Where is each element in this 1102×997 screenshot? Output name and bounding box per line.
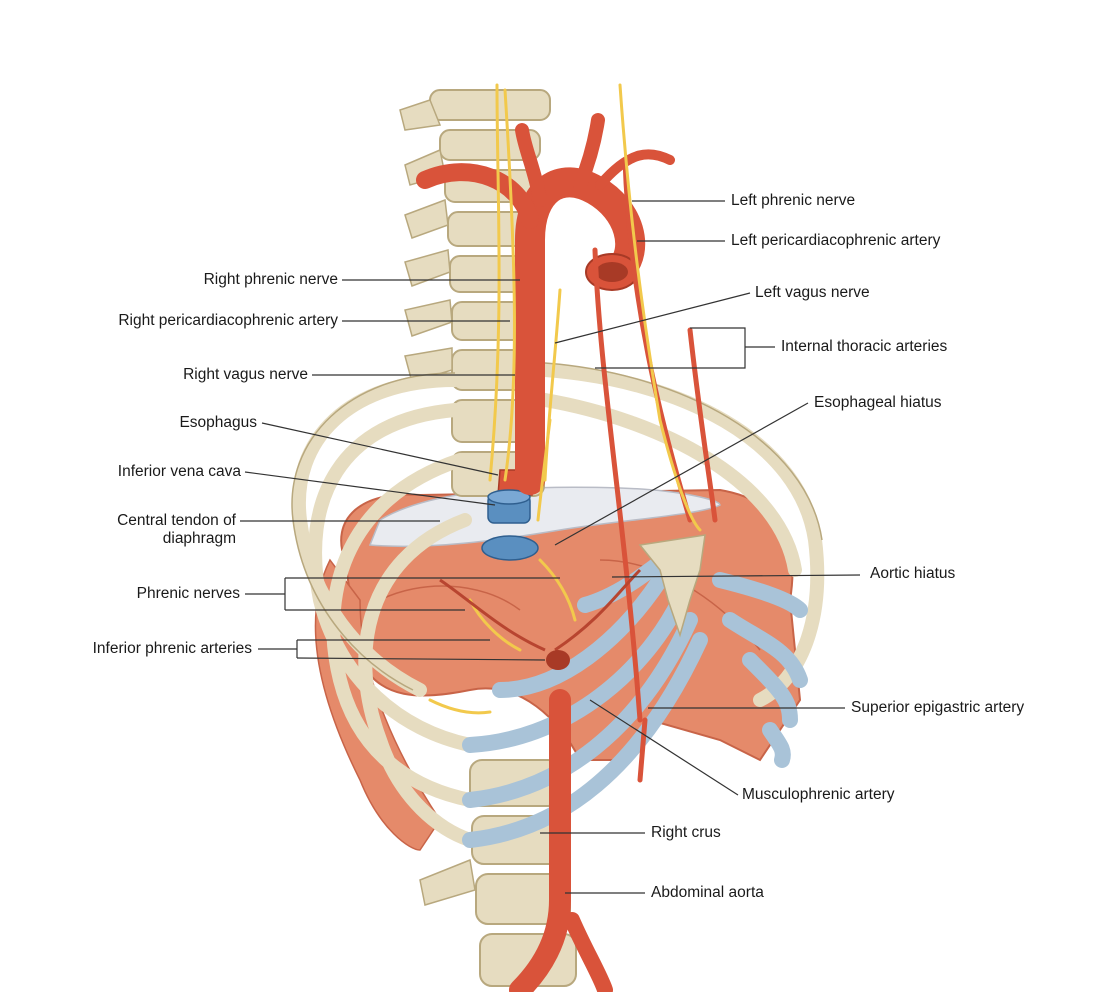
label-left-vagus-nerve: Left vagus nerve [755, 284, 870, 301]
label-esophageal-hiatus: Esophageal hiatus [814, 394, 942, 411]
label-right-vagus-nerve: Right vagus nerve [183, 366, 308, 383]
label-left-phrenic-nerve: Left phrenic nerve [731, 192, 856, 209]
label-esophagus: Esophagus [179, 414, 257, 431]
label-musculophrenic-artery: Musculophrenic artery [742, 786, 895, 803]
ivc-structure [481, 489, 539, 561]
label-aortic-hiatus: Aortic hiatus [870, 565, 956, 582]
label-right-crus: Right crus [651, 824, 721, 841]
costal-cartilages [462, 547, 808, 848]
label-inferior-phrenic-arteries: Inferior phrenic arteries [92, 640, 252, 657]
label-central-tendon-line1: Central tendon of [117, 512, 236, 529]
label-superior-epigastric-artery: Superior epigastric artery [851, 699, 1025, 716]
leader-lines [240, 200, 861, 894]
label-inferior-vena-cava: Inferior vena cava [117, 463, 241, 480]
label-right-pericardiacophrenic-artery: Right pericardiacophrenic artery [118, 312, 338, 329]
label-central-tendon: Central tendon of diaphragm [56, 512, 236, 548]
xiphoid-sternum [638, 534, 706, 638]
label-right-phrenic-nerve: Right phrenic nerve [203, 271, 338, 288]
label-abdominal-aorta: Abdominal aorta [651, 884, 764, 901]
label-internal-thoracic-arteries: Internal thoracic arteries [781, 338, 948, 355]
nerves-structure [428, 83, 702, 715]
label-phrenic-nerves: Phrenic nerves [136, 585, 240, 602]
label-left-pericardiacophrenic-artery: Left pericardiacophrenic artery [731, 232, 941, 249]
label-central-tendon-line2: diaphragm [162, 530, 236, 547]
aortic-hiatus-structure [546, 650, 570, 670]
ribs [291, 363, 825, 847]
